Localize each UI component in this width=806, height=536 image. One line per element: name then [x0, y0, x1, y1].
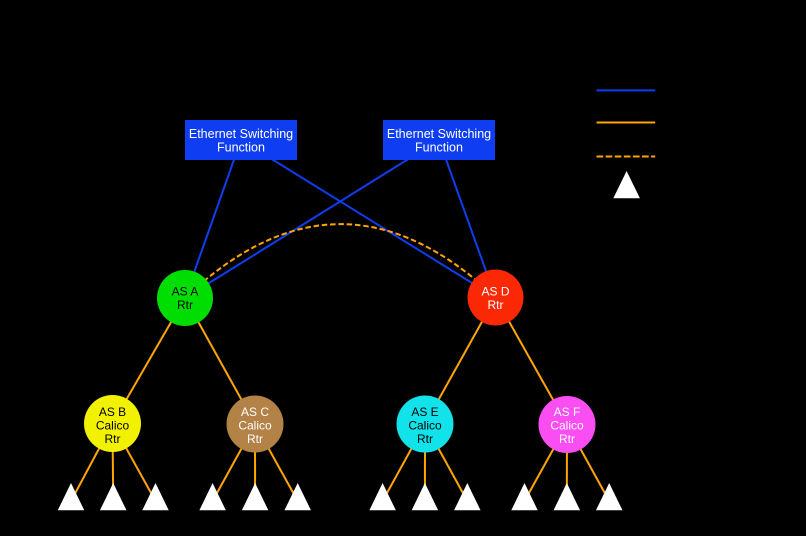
svg-text:Rtr: Rtr [105, 432, 121, 446]
svg-text:Calico: Calico [408, 419, 442, 433]
svg-text:AS E: AS E [411, 405, 438, 419]
svg-text:Ethernet Switching: Ethernet Switching [387, 127, 491, 141]
svg-text:Rtr: Rtr [177, 298, 193, 312]
svg-text:Ethernet Switching: Ethernet Switching [189, 127, 293, 141]
svg-text:Calico: Calico [96, 419, 130, 433]
svg-text:AS F: AS F [554, 405, 581, 419]
svg-text:Function: Function [217, 141, 265, 155]
svg-text:AS C: AS C [241, 405, 269, 419]
svg-text:Rtr: Rtr [559, 432, 575, 446]
svg-text:AS B: AS B [99, 405, 126, 419]
svg-text:Rtr: Rtr [247, 432, 263, 446]
svg-text:Rtr: Rtr [417, 432, 433, 446]
svg-text:Calico: Calico [238, 419, 272, 433]
svg-text:AS A: AS A [172, 285, 199, 299]
svg-text:Rtr: Rtr [488, 298, 504, 312]
svg-text:Function: Function [415, 141, 463, 155]
svg-text:Calico: Calico [550, 419, 584, 433]
svg-text:AS D: AS D [481, 285, 509, 299]
